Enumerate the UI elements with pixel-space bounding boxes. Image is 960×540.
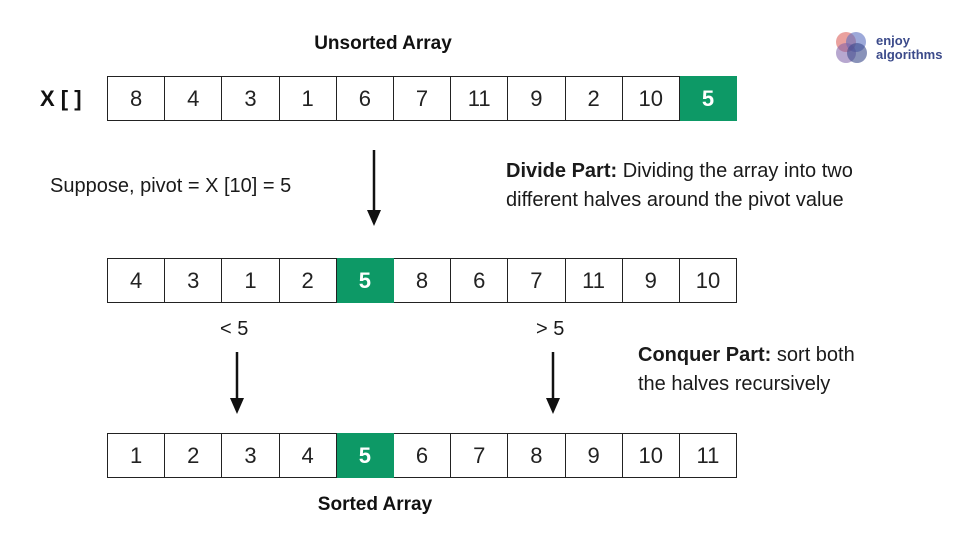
array-cell: 11 [565,258,623,303]
logo-line2: algorithms [876,47,943,62]
array-cell: 2 [279,258,337,303]
logo-text: enjoy algorithms [876,34,942,62]
array-cell: 8 [508,433,566,478]
array-cell: 7 [508,258,566,303]
logo-icon [836,32,867,63]
array-cell: 10 [622,433,680,478]
divide-part-text: Divide Part: Dividing the array into two… [506,157,853,215]
array-cell: 8 [393,258,452,303]
pivot-cell: 5 [336,433,394,478]
array-cell: 9 [508,76,566,121]
array-cell: 1 [222,258,280,303]
sorted-array-title: Sorted Array [317,494,433,515]
conquer-text-line1: sort both [776,344,855,366]
array-cell: 9 [622,258,680,303]
array-cell: 8 [108,76,166,121]
conquer-heading: Conquer Part: [638,344,772,366]
array-cell: 3 [222,433,280,478]
unsorted-array-title: Unsorted Array [314,33,452,54]
array-cell: 2 [565,76,623,121]
conquer-text-line2: the halves recursively [638,373,831,395]
array-cell: 3 [165,258,223,303]
left-down-arrow-icon [230,352,244,414]
conquer-part-text: Conquer Part: sort both the halves recur… [638,341,855,399]
array-cell: 9 [565,433,623,478]
divide-text-line2: different halves around the pivot value [506,189,844,211]
array-cell: 11 [679,433,738,478]
array-cell: 6 [451,258,509,303]
right-down-arrow-icon [546,352,560,414]
array-cell: 4 [108,258,166,303]
down-arrow-icon [367,150,381,226]
array-cell: 6 [393,433,452,478]
array-cell: 6 [336,76,394,121]
array-cell: 2 [165,433,223,478]
pivot-cell: 5 [336,258,394,303]
pivot-note: Suppose, pivot = X [10] = 5 [50,175,292,197]
array-cell: 3 [222,76,280,121]
pivot-cell: 5 [679,76,738,121]
array-label: X [ ] [40,86,82,111]
array-cell: 1 [108,433,166,478]
array-cell: 11 [451,76,509,121]
array-cell: 7 [451,433,509,478]
logo-line1: enjoy [876,33,910,48]
left-half-label: < 5 [220,318,249,340]
array-cell: 10 [622,76,680,121]
divide-text-line1: Dividing the array into two [622,160,853,182]
divide-heading: Divide Part: [506,160,618,182]
array-cell: 1 [279,76,337,121]
enjoy-algorithms-logo: enjoy algorithms [832,28,942,68]
array-cell: 7 [393,76,452,121]
right-half-label: > 5 [536,318,565,340]
array-cell: 10 [679,258,738,303]
array-cell: 4 [165,76,223,121]
array-cell: 4 [279,433,337,478]
